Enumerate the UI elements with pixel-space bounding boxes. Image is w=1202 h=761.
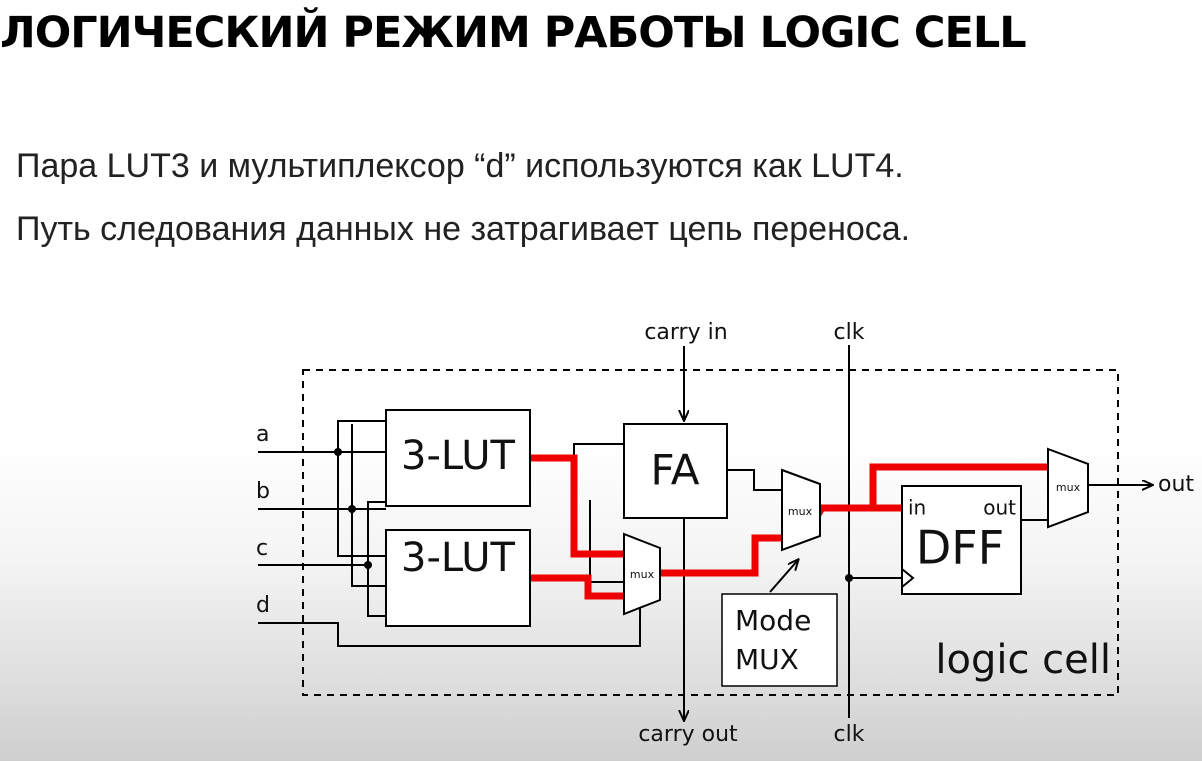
output-label: out [1158,472,1194,497]
lut-bottom-block [385,529,531,627]
mux-mode [781,468,821,552]
logic-cell-label: logic cell [935,637,1111,683]
input-b-label: b [256,479,270,504]
clk-top-label: clk [834,320,865,345]
mux-mode-label: mux [788,505,813,518]
slide-title: ЛОГИЧЕСКИЙ РЕЖИМ РАБОТЫ LOGIC CELL [0,8,1027,58]
mux-lut4 [623,532,661,616]
wires [258,345,1152,720]
bullet-lut4: Пара LUT3 и мультиплексор “d” используют… [16,147,904,185]
clk-bottom-label: clk [834,722,865,747]
input-d-label: d [256,593,270,618]
dff-clock-triangle [901,568,915,588]
full-adder-label: FA [650,446,699,495]
mux-output [1047,447,1089,529]
mode-mux-callout-line2: MUX [735,643,799,676]
mux-output-label: mux [1056,481,1081,494]
dff-in-label: in [908,496,926,520]
lut-top-label: 3-LUT [401,433,515,479]
bullet-carry-chain: Путь следования данных не затрагивает це… [16,210,911,248]
mode-mux-callout [721,593,838,687]
lut-bottom-label: 3-LUT [401,535,515,581]
carry-out-label: carry out [638,722,738,747]
data-path-highlight [530,454,1048,600]
input-c-label: c [256,536,268,561]
logic-cell-boundary [302,369,1119,696]
mode-mux-callout-line1: Mode [735,604,811,637]
mux-lut4-label: mux [630,568,655,581]
input-a-label: a [256,422,269,447]
dff-block [901,485,1022,595]
full-adder-block [623,423,728,519]
dff-out-label: out [983,496,1016,520]
dff-label: DFF [916,521,1004,575]
lut-top-block [385,409,531,507]
carry-in-label: carry in [644,320,727,345]
